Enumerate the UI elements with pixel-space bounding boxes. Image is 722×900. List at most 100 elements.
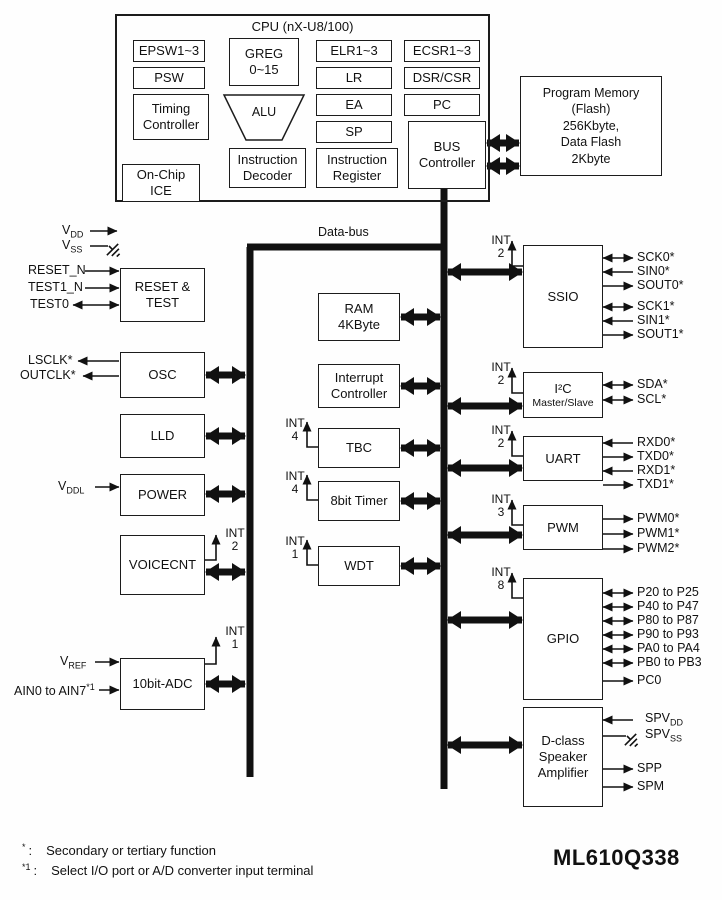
footnote-1: *:Secondary or tertiary function — [22, 842, 216, 859]
pwm-int-arrow — [507, 499, 523, 526]
epsw-register-box: EPSW1~3 — [133, 40, 205, 62]
pin-sout1: SOUT1* — [637, 327, 684, 341]
pin-pwm2: PWM2* — [637, 541, 680, 555]
pin-sout0: SOUT0* — [637, 278, 684, 292]
pin-sck0: SCK0* — [637, 250, 675, 264]
sp-register-box: SP — [316, 121, 392, 143]
pin-rxd0: RXD0* — [637, 435, 676, 449]
speaker-amp-box: D-class Speaker Amplifier — [523, 707, 603, 807]
gpio-box: GPIO — [523, 578, 603, 700]
vddl-label: VDDL — [58, 479, 85, 496]
wdt-int-arrow — [302, 539, 318, 566]
spvss-ground-icon — [624, 733, 639, 748]
pin-spp: SPP — [637, 761, 663, 775]
alu-shape — [222, 94, 306, 141]
bus-connection-arrows — [205, 134, 523, 754]
power-box: POWER — [120, 474, 205, 516]
timing-controller-box: Timing Controller — [133, 94, 209, 140]
pin-pb0-pb3: PB0 to PB3 — [637, 655, 702, 669]
osc-box: OSC — [120, 352, 205, 398]
pin-p80-p87: P80 to P87 — [637, 613, 699, 627]
pin-spm: SPM — [637, 779, 665, 793]
pin-sck1: SCK1* — [637, 299, 675, 313]
reset-test-box: RESET & TEST — [120, 268, 205, 322]
ea-register-box: EA — [316, 94, 392, 116]
adc-int-arrow — [205, 636, 221, 665]
part-number: ML610Q338 — [553, 845, 680, 870]
pin-rxd1: RXD1* — [637, 463, 676, 477]
dsr-csr-register-box: DSR/CSR — [404, 67, 480, 89]
ain-label: AIN0 to AIN7*1 — [14, 682, 95, 699]
pin-pwm1: PWM1* — [637, 526, 680, 540]
program-memory-box: Program Memory (Flash) 256Kbyte, Data Fl… — [520, 76, 662, 176]
i2c-subtitle: Master/Slave — [532, 396, 594, 409]
pin-spvss: SPVSS — [645, 727, 683, 744]
pin-pa0-pa4: PA0 to PA4 — [637, 641, 700, 655]
cpu-title: CPU (nX-U8/100) — [251, 19, 354, 34]
vdd-label: VDD — [62, 223, 84, 240]
gpio-int-arrow — [507, 572, 523, 599]
pwm-box: PWM — [523, 505, 603, 550]
pin-pwm0: PWM0* — [637, 511, 680, 525]
greg-register-box: GREG 0~15 — [229, 38, 299, 86]
alu-label: ALU — [251, 105, 277, 119]
outclk-label: OUTCLK* — [20, 368, 76, 382]
instruction-decoder-box: Instruction Decoder — [229, 148, 306, 188]
vref-label: VREF — [60, 654, 87, 671]
pin-txd0: TXD0* — [637, 449, 674, 463]
right-pin-wires — [602, 253, 639, 792]
ssio-box: SSIO — [523, 245, 603, 348]
adc-box: 10bit-ADC — [120, 658, 205, 710]
pin-pc0: PC0 — [637, 673, 662, 687]
bus-controller-box: BUS Controller — [408, 121, 486, 189]
data-bus-label: Data-bus — [318, 225, 369, 239]
pin-p90-p93: P90 to P93 — [637, 627, 699, 641]
voicecnt-box: VOICECNT — [120, 535, 205, 595]
test1-n-label: TEST1_N — [28, 280, 83, 294]
lsclk-label: LSCLK* — [28, 353, 73, 367]
i2c-title: I²C — [554, 380, 572, 396]
data-bus-lines — [246, 189, 448, 789]
footnote-2: *1:Select I/O port or A/D converter inpu… — [22, 862, 314, 879]
uart-box: UART — [523, 436, 603, 481]
pin-spvdd: SPVDD — [645, 711, 684, 728]
tbc-int-arrow — [302, 421, 318, 448]
pin-sda: SDA* — [637, 377, 668, 391]
test0-label: TEST0 — [30, 297, 69, 311]
left-signal-wires — [72, 226, 121, 695]
lld-box: LLD — [120, 414, 205, 458]
ecsr-register-box: ECSR1~3 — [404, 40, 480, 62]
lr-register-box: LR — [316, 67, 392, 89]
interrupt-controller-box: Interrupt Controller — [318, 364, 400, 408]
tbc-box: TBC — [318, 428, 400, 468]
pin-sin1: SIN1* — [637, 313, 670, 327]
pin-sin0: SIN0* — [637, 264, 670, 278]
instruction-register-box: Instruction Register — [316, 148, 398, 188]
i2c-int-arrow — [507, 367, 523, 394]
pin-scl: SCL* — [637, 392, 667, 406]
vss-label: VSS — [62, 238, 83, 255]
psw-register-box: PSW — [133, 67, 205, 89]
pin-p40-p47: P40 to P47 — [637, 599, 699, 613]
wdt-box: WDT — [318, 546, 400, 586]
timer8-box: 8bit Timer — [318, 481, 400, 521]
pin-txd1: TXD1* — [637, 477, 674, 491]
uart-int-arrow — [507, 430, 523, 457]
voicecnt-int-arrow — [205, 534, 221, 561]
interrupt-arrows — [205, 240, 523, 665]
i2c-box: I²C Master/Slave — [523, 372, 603, 418]
cpu-block — [115, 14, 490, 202]
vss-ground-icon — [106, 243, 121, 258]
reset-n-label: RESET_N — [28, 263, 86, 277]
